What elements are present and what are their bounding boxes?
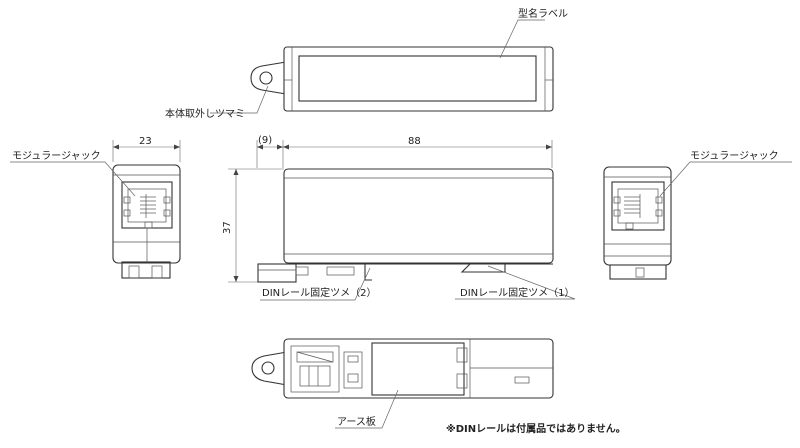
- front-view-body: [283, 168, 554, 264]
- din-rail-tab-1: [460, 263, 506, 273]
- front-view: (9) 88 37 DINレール固定ツメ（2） DINレール固定ツメ（1）: [222, 135, 576, 301]
- right-din-clip: [609, 264, 667, 280]
- bottom-view-body: [283, 338, 554, 399]
- bottom-view: アース板: [251, 338, 554, 429]
- model-label-leader: [499, 19, 545, 59]
- din-tab-1-leader: [455, 265, 576, 300]
- removal-tab: [250, 61, 287, 95]
- removal-tab-hole: [259, 71, 273, 85]
- left-din-clip: [121, 261, 171, 279]
- removal-tab-text: 本体取外しツマミ: [165, 107, 245, 120]
- left-end-view: 23 モジュラージャック: [10, 136, 181, 279]
- din-tab-2-text: DINレール固定ツメ（2）: [262, 286, 377, 299]
- footnote: ※DINレールは付属品ではありません。: [446, 422, 626, 435]
- modular-jack-left-leader: [10, 161, 136, 197]
- removal-tab-leader: [210, 85, 269, 114]
- left-end-body: [112, 164, 181, 264]
- top-view-body: [283, 46, 554, 112]
- model-label-area: [298, 55, 537, 102]
- bottom-removal-tab: [251, 351, 288, 386]
- din-rail-tab-2: [257, 263, 297, 283]
- dim-tab-offset: (9): [258, 135, 272, 146]
- earth-plate: [371, 342, 465, 396]
- earth-plate-text: アース板: [337, 415, 376, 428]
- dim-body-height: 37: [222, 221, 233, 234]
- modular-jack-left-text: モジュラージャック: [12, 150, 101, 162]
- modular-jack-right: [611, 181, 665, 231]
- modular-jack-right-text: モジュラージャック: [690, 150, 779, 162]
- model-label-text: 型名ラベル: [518, 7, 568, 20]
- right-end-view: モジュラージャック: [603, 150, 792, 280]
- earth-plate-leader: [335, 389, 399, 429]
- din-tab-2-leader: [260, 267, 371, 301]
- modular-jack-right-leader: [659, 161, 792, 197]
- dim-body-length: 88: [408, 136, 421, 147]
- top-view: 型名ラベル 本体取外しツマミ: [165, 7, 568, 120]
- dim-side-width: 23: [139, 136, 152, 147]
- din-tab-1-text: DINレール固定ツメ（1）: [460, 286, 575, 299]
